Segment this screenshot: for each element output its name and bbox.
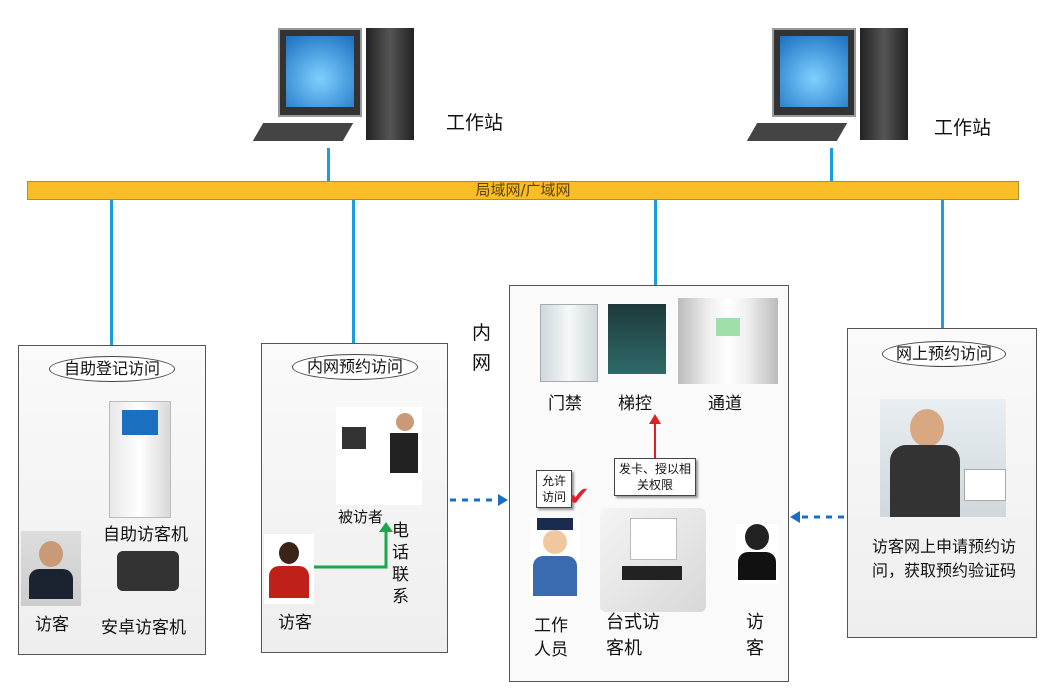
elevator-image xyxy=(608,304,666,374)
host-label: 被访者 xyxy=(338,508,384,526)
kiosk-label: 自助访客机 xyxy=(103,525,188,545)
green-arrow xyxy=(314,522,393,569)
panel-title: 网上预约访问 xyxy=(882,341,1006,367)
visitor-label: 访客 xyxy=(278,613,312,633)
visitor-avatar xyxy=(21,531,81,606)
panel-inner: 门禁 梯控 通道 发卡、授以相关权限 允许访问 ✔ 工作人员 台式访客机 访客 xyxy=(509,285,789,682)
workstation-computer-1 xyxy=(252,28,418,148)
visitor-avatar xyxy=(736,524,778,584)
panel-title: 自助登记访问 xyxy=(49,356,175,382)
panel-title: 内网预约访问 xyxy=(292,354,418,380)
door-label: 门禁 xyxy=(548,394,582,414)
dashed-arrow-right xyxy=(790,511,846,523)
visitor-label: 访客 xyxy=(746,612,764,659)
link-self xyxy=(110,200,113,345)
desk-visitor-machine-image xyxy=(600,508,706,612)
workstation-label-1: 工作站 xyxy=(446,112,504,134)
gate-label: 通道 xyxy=(708,394,742,414)
visitor-label: 访客 xyxy=(35,615,69,635)
link-ws1 xyxy=(327,148,330,181)
gate-image xyxy=(678,298,778,384)
link-ws2 xyxy=(830,148,833,181)
link-inner xyxy=(654,200,657,285)
phone-label: 电话联系 xyxy=(392,521,409,607)
card-note: 发卡、授以相关权限 xyxy=(614,458,696,496)
check-icon: ✔ xyxy=(568,482,590,512)
network-bus: 局域网/广域网 xyxy=(27,181,1019,200)
workstation-label-2: 工作站 xyxy=(934,117,992,139)
elevator-label: 梯控 xyxy=(618,394,652,414)
staff-image xyxy=(530,518,580,600)
red-arrow xyxy=(649,414,661,458)
android-terminal-image xyxy=(117,551,179,591)
host-image xyxy=(336,407,422,505)
staff-label: 工作人员 xyxy=(534,616,568,660)
desk-machine-label: 台式访客机 xyxy=(606,612,660,659)
online-visitor-image xyxy=(880,399,1006,517)
workstation-computer-2 xyxy=(746,28,912,148)
panel-self-service: 自助登记访问 自助访客机 访客 安卓访客机 xyxy=(18,345,206,655)
visitor-on-phone-image xyxy=(264,534,314,604)
android-label: 安卓访客机 xyxy=(101,618,186,638)
inner-network-label: 内网 xyxy=(472,322,492,374)
panel-intranet: 内网预约访问 被访者 电话联系 访客 xyxy=(261,343,448,653)
link-online xyxy=(941,200,944,328)
allow-note: 允许访问 xyxy=(536,470,572,508)
link-intranet xyxy=(352,200,355,343)
online-description: 访客网上申请预约访问，获取预约验证码 xyxy=(871,537,1016,580)
panel-online: 网上预约访问 访客网上申请预约访问，获取预约验证码 xyxy=(847,328,1037,638)
kiosk-image xyxy=(109,401,171,518)
dashed-arrow-left xyxy=(450,494,508,506)
door-image xyxy=(540,304,598,382)
